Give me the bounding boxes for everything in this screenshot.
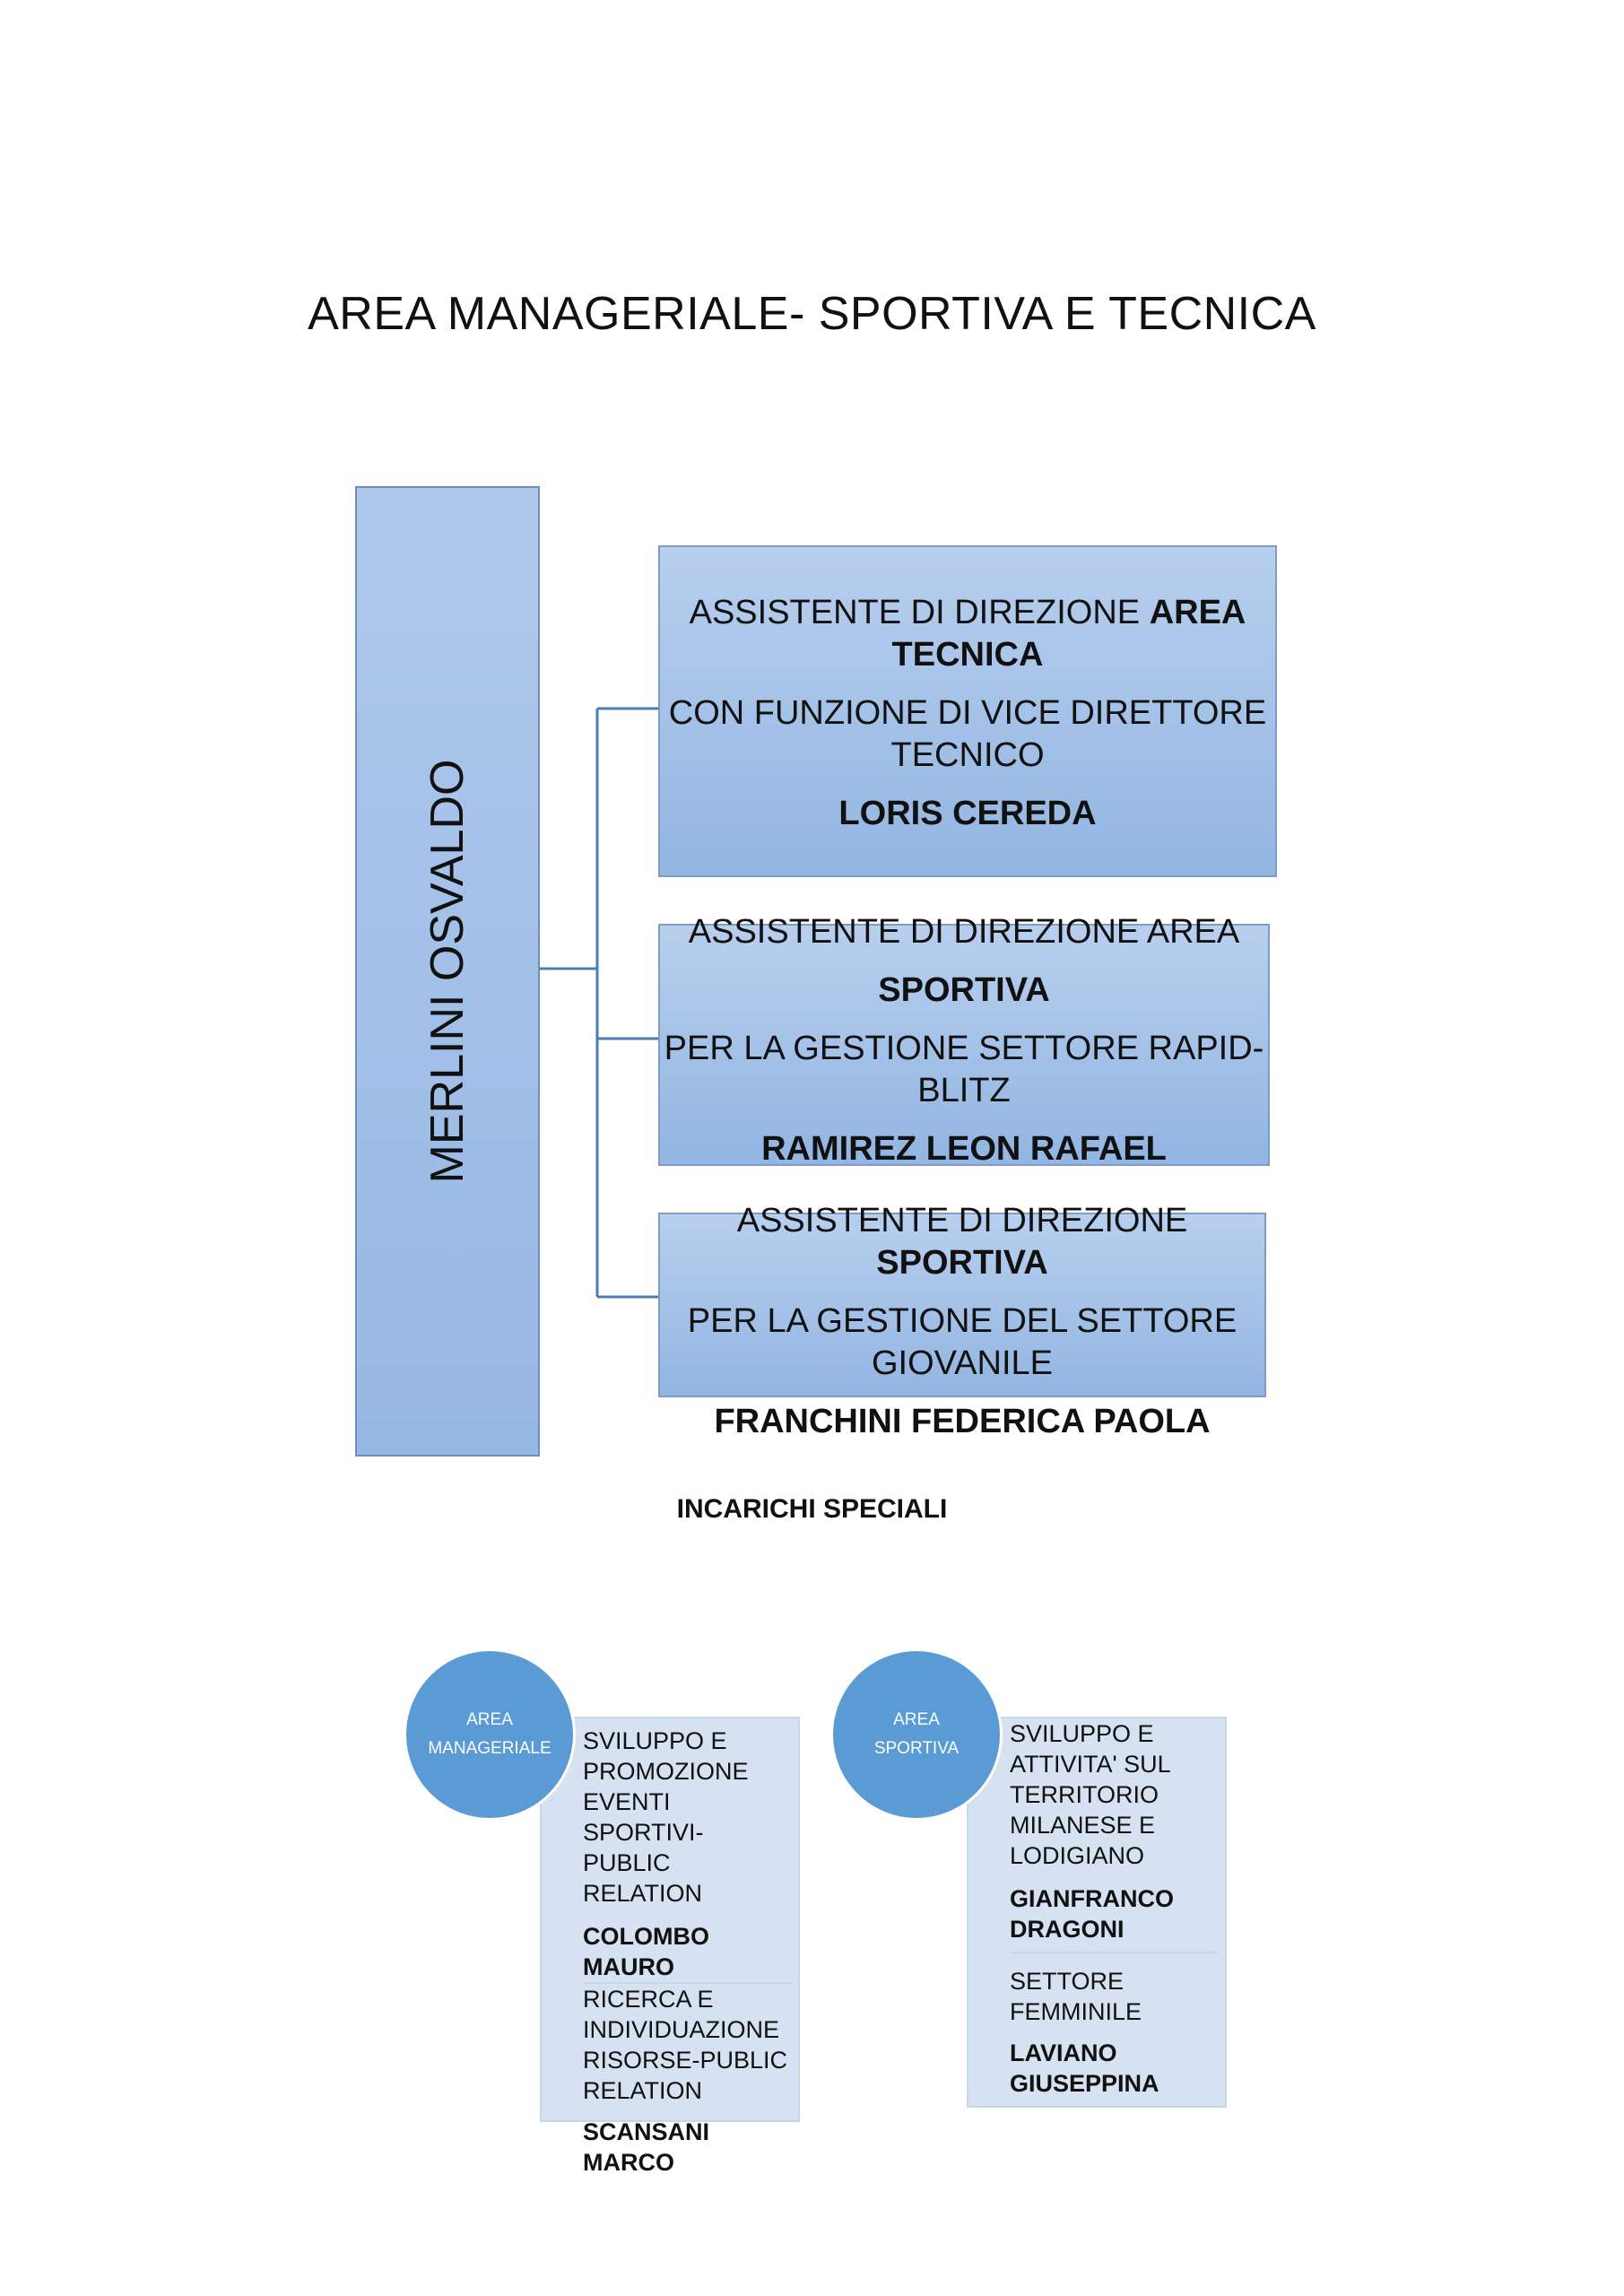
special-item-person: LAVIANO GIUSEPPINA [1010, 2039, 1159, 2097]
area-circle-sportiva: AREA SPORTIVA [830, 1648, 1003, 1821]
special-item-role: SVILUPPO E PROMOZIONE EVENTI SPORTIVI-PU… [583, 1727, 749, 1907]
special-item: SVILUPPO E PROMOZIONE EVENTI SPORTIVI-PU… [583, 1718, 791, 1982]
circle-label-line2: SPORTIVA [873, 1739, 960, 1758]
special-item: RICERCA E INDIVIDUAZIONE RISORSE-PUBLIC … [583, 1982, 791, 2178]
role-box-rapid-blitz: ASSISTENTE DI DIREZIONE AREA SPORTIVA PE… [658, 913, 1270, 1168]
role-function: CON FUNZIONE DI VICE DIRETTORE TECNICO [668, 694, 1267, 774]
role-title: ASSISTENTE DI DIREZIONE SPORTIVA [660, 1200, 1264, 1284]
special-item: SVILUPPO E ATTIVITA' SUL TERRITORIO MILA… [1010, 1718, 1218, 1944]
special-item-person: COLOMBO MAURO [583, 1923, 709, 1980]
role-title-text: ASSISTENTE DI DIREZIONE [689, 594, 1150, 631]
role-function: PER LA GESTIONE DEL SETTORE GIOVANILE [687, 1302, 1238, 1382]
special-panel-sportiva: SVILUPPO E ATTIVITA' SUL TERRITORIO MILA… [967, 1717, 1227, 2108]
special-item-person: GIANFRANCO DRAGONI [1010, 1885, 1174, 1943]
role-box-area-tecnica: ASSISTENTE DI DIREZIONE AREA TECNICA CON… [658, 545, 1277, 877]
special-item-role: SVILUPPO E ATTIVITA' SUL TERRITORIO MILA… [1010, 1720, 1170, 1869]
role-title-text: ASSISTENTE DI DIREZIONE [736, 1202, 1188, 1239]
role-person: FRANCHINI FEDERICA PAOLA [714, 1403, 1211, 1440]
role-title: ASSISTENTE DI DIREZIONE AREA TECNICA [660, 592, 1275, 676]
circle-label-line2: MANAGERIALE [428, 1739, 551, 1758]
role-person: LORIS CEREDA [838, 795, 1097, 832]
special-item-person: SCANSANI MARCO [583, 2118, 710, 2176]
special-item: SETTORE FEMMINILE LAVIANO GIUSEPPINA [1010, 1952, 1218, 2099]
role-title-bold: SPORTIVA [876, 1244, 1048, 1282]
special-panel-managerial: SVILUPPO E PROMOZIONE EVENTI SPORTIVI-PU… [540, 1717, 800, 2176]
area-circle-managerial: AREA MANAGERIALE [404, 1648, 576, 1821]
role-person: RAMIREZ LEON RAFAEL [761, 1130, 1167, 1168]
role-function: PER LA GESTIONE SETTORE RAPID-BLITZ [664, 1030, 1264, 1109]
role-title: ASSISTENTE DI DIREZIONE AREA [688, 913, 1240, 951]
head-box: MERLINI OSVALDO [355, 486, 540, 1457]
special-title: INCARICHI SPECIALI [676, 1494, 948, 1524]
role-box-settore-giovanile: ASSISTENTE DI DIREZIONE SPORTIVA PER LA … [658, 1202, 1266, 1440]
special-item-role: RICERCA E INDIVIDUAZIONE RISORSE-PUBLIC … [583, 1986, 788, 2104]
circle-label-line1: AREA [893, 1710, 940, 1729]
page-title: AREA MANAGERIALE- SPORTIVA E TECNICA [308, 288, 1316, 340]
special-item-role: SETTORE FEMMINILE [1010, 1968, 1142, 2025]
circle-label-line1: AREA [466, 1710, 513, 1729]
head-name: MERLINI OSVALDO [421, 759, 473, 1184]
role-title-bold: SPORTIVA [878, 971, 1050, 1009]
role-title-bold: AREA TECNICA [891, 594, 1246, 674]
